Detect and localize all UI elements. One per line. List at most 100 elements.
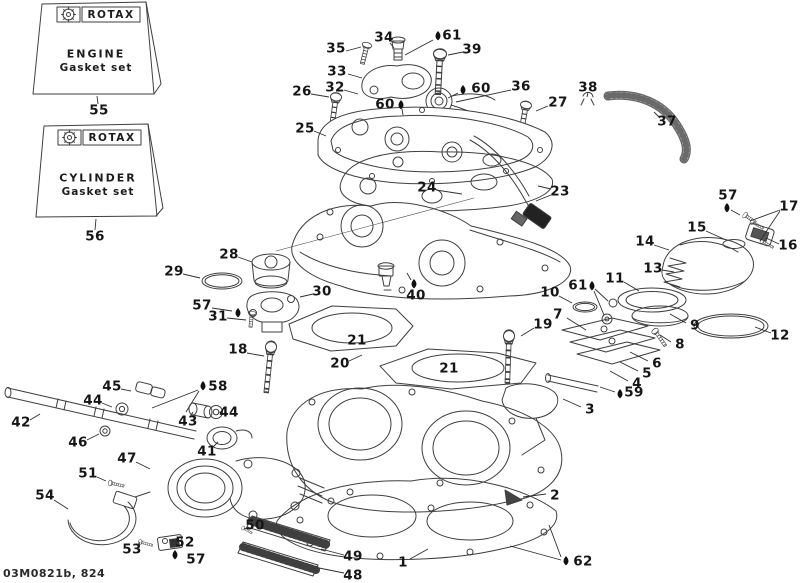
callout-23: 23 [550,183,570,200]
leader-line-42 [29,413,41,421]
leader-line-23 [537,185,552,190]
callout-7: 7 [553,306,563,323]
leader-line-41 [211,441,219,449]
leader-line-17 [749,209,781,222]
valve-cover [317,106,553,185]
callout-1: 1 [398,554,408,571]
leader-line-8 [659,334,672,343]
callout-50: 50 [245,517,265,534]
leader-line-35 [345,46,362,52]
lubrication-droplet-icon [724,203,730,213]
leader-line-4 [609,370,629,382]
callout-34: 34 [374,29,394,46]
rotax-gear-icon [61,7,76,22]
callout-26: 26 [292,83,312,100]
leader-line-57 [211,307,233,312]
callout-20: 20 [330,355,350,372]
callout-38: 38 [578,79,598,96]
callout-16: 16 [778,237,798,254]
rotax-gear-icon [62,130,77,145]
lubrication-droplet-icon [563,556,569,566]
rotax-brand-label: ROTAX [87,9,135,21]
callout-60: 60 [375,96,395,113]
leader-line-17 [759,210,781,242]
callout-57: 57 [186,551,206,568]
callout-43: 43 [178,413,198,430]
leader-line-59 [599,386,616,393]
leader-line-44 [218,411,223,414]
callout-24: 24 [417,179,437,196]
leader-line-61 [404,39,434,56]
leader-line-12 [754,326,772,334]
leader-line-11 [623,281,640,292]
leader-line-29 [182,273,201,279]
figure-code: 03M0821b, 824 [3,567,106,580]
leader-line-50 [243,527,248,530]
cylinder-head [275,197,572,300]
leader-line-7 [566,317,587,331]
callout-5: 5 [642,365,652,382]
leader-line-52 [171,540,179,543]
callout-32: 32 [325,79,345,96]
leader-line-46 [86,433,100,441]
callout-48: 48 [343,567,363,583]
callout-19: 19 [533,316,553,333]
leader-line-48 [318,567,345,574]
leader-line-37 [653,111,661,119]
callout-55: 55 [89,102,109,119]
callout-35: 35 [326,40,346,57]
leader-line-20 [348,354,363,362]
callout-44: 44 [83,392,103,409]
leader-line-10 [558,295,573,304]
callout-10: 10 [540,284,560,301]
leader-line-28 [237,256,253,263]
leader-line-62 [548,524,562,558]
heat-shields [237,515,333,577]
callout-3: 3 [585,401,595,418]
leader-line-33 [347,73,363,79]
callout-13: 13 [643,260,663,277]
callout-54: 54 [35,487,55,504]
leader-line-5 [619,361,639,372]
callout-45: 45 [102,378,122,395]
lubrication-droplet-icon [172,550,178,560]
callout-47: 47 [117,450,137,467]
callout-58: 58 [208,378,228,395]
cylinder-box-subtitle: Gasket set [61,186,135,198]
leader-line-15 [705,230,727,241]
callout-36: 36 [511,78,531,95]
callout-6: 6 [652,355,662,372]
callout-4: 4 [632,375,642,392]
leader-line-45 [120,388,132,392]
leader-line-60 [447,92,459,99]
leader-line-38 [586,91,589,98]
callout-31: 31 [208,308,228,325]
leader-line-27 [535,105,549,112]
spark-plug [377,262,395,291]
leader-line-31 [226,317,247,321]
wiring-harness [469,135,552,229]
callout-28: 28 [219,246,239,263]
callout-2: 2 [550,487,560,504]
callout-40: 40 [406,287,426,304]
exhaust-valve-plates [501,317,661,506]
leader-line-3 [562,398,582,408]
callout-33: 33 [327,63,347,80]
leader-line-49 [320,548,345,556]
leader-line-13 [661,269,675,273]
engine-box-subtitle: Gasket set [59,62,133,74]
callout-17: 17 [779,198,799,215]
leader-line-23 [535,194,552,202]
leader-line-30 [299,293,314,298]
callout-15: 15 [687,219,707,236]
callout-37: 37 [657,113,677,130]
lubrication-droplet-icon [435,31,441,41]
leader-line-25 [313,130,327,137]
callout-9: 9 [690,317,700,334]
leader-line-2 [522,493,547,498]
callout-42: 42 [11,414,31,431]
leader-line-62 [509,545,562,561]
leader-line-43 [189,411,194,418]
callout-25: 25 [295,120,315,137]
